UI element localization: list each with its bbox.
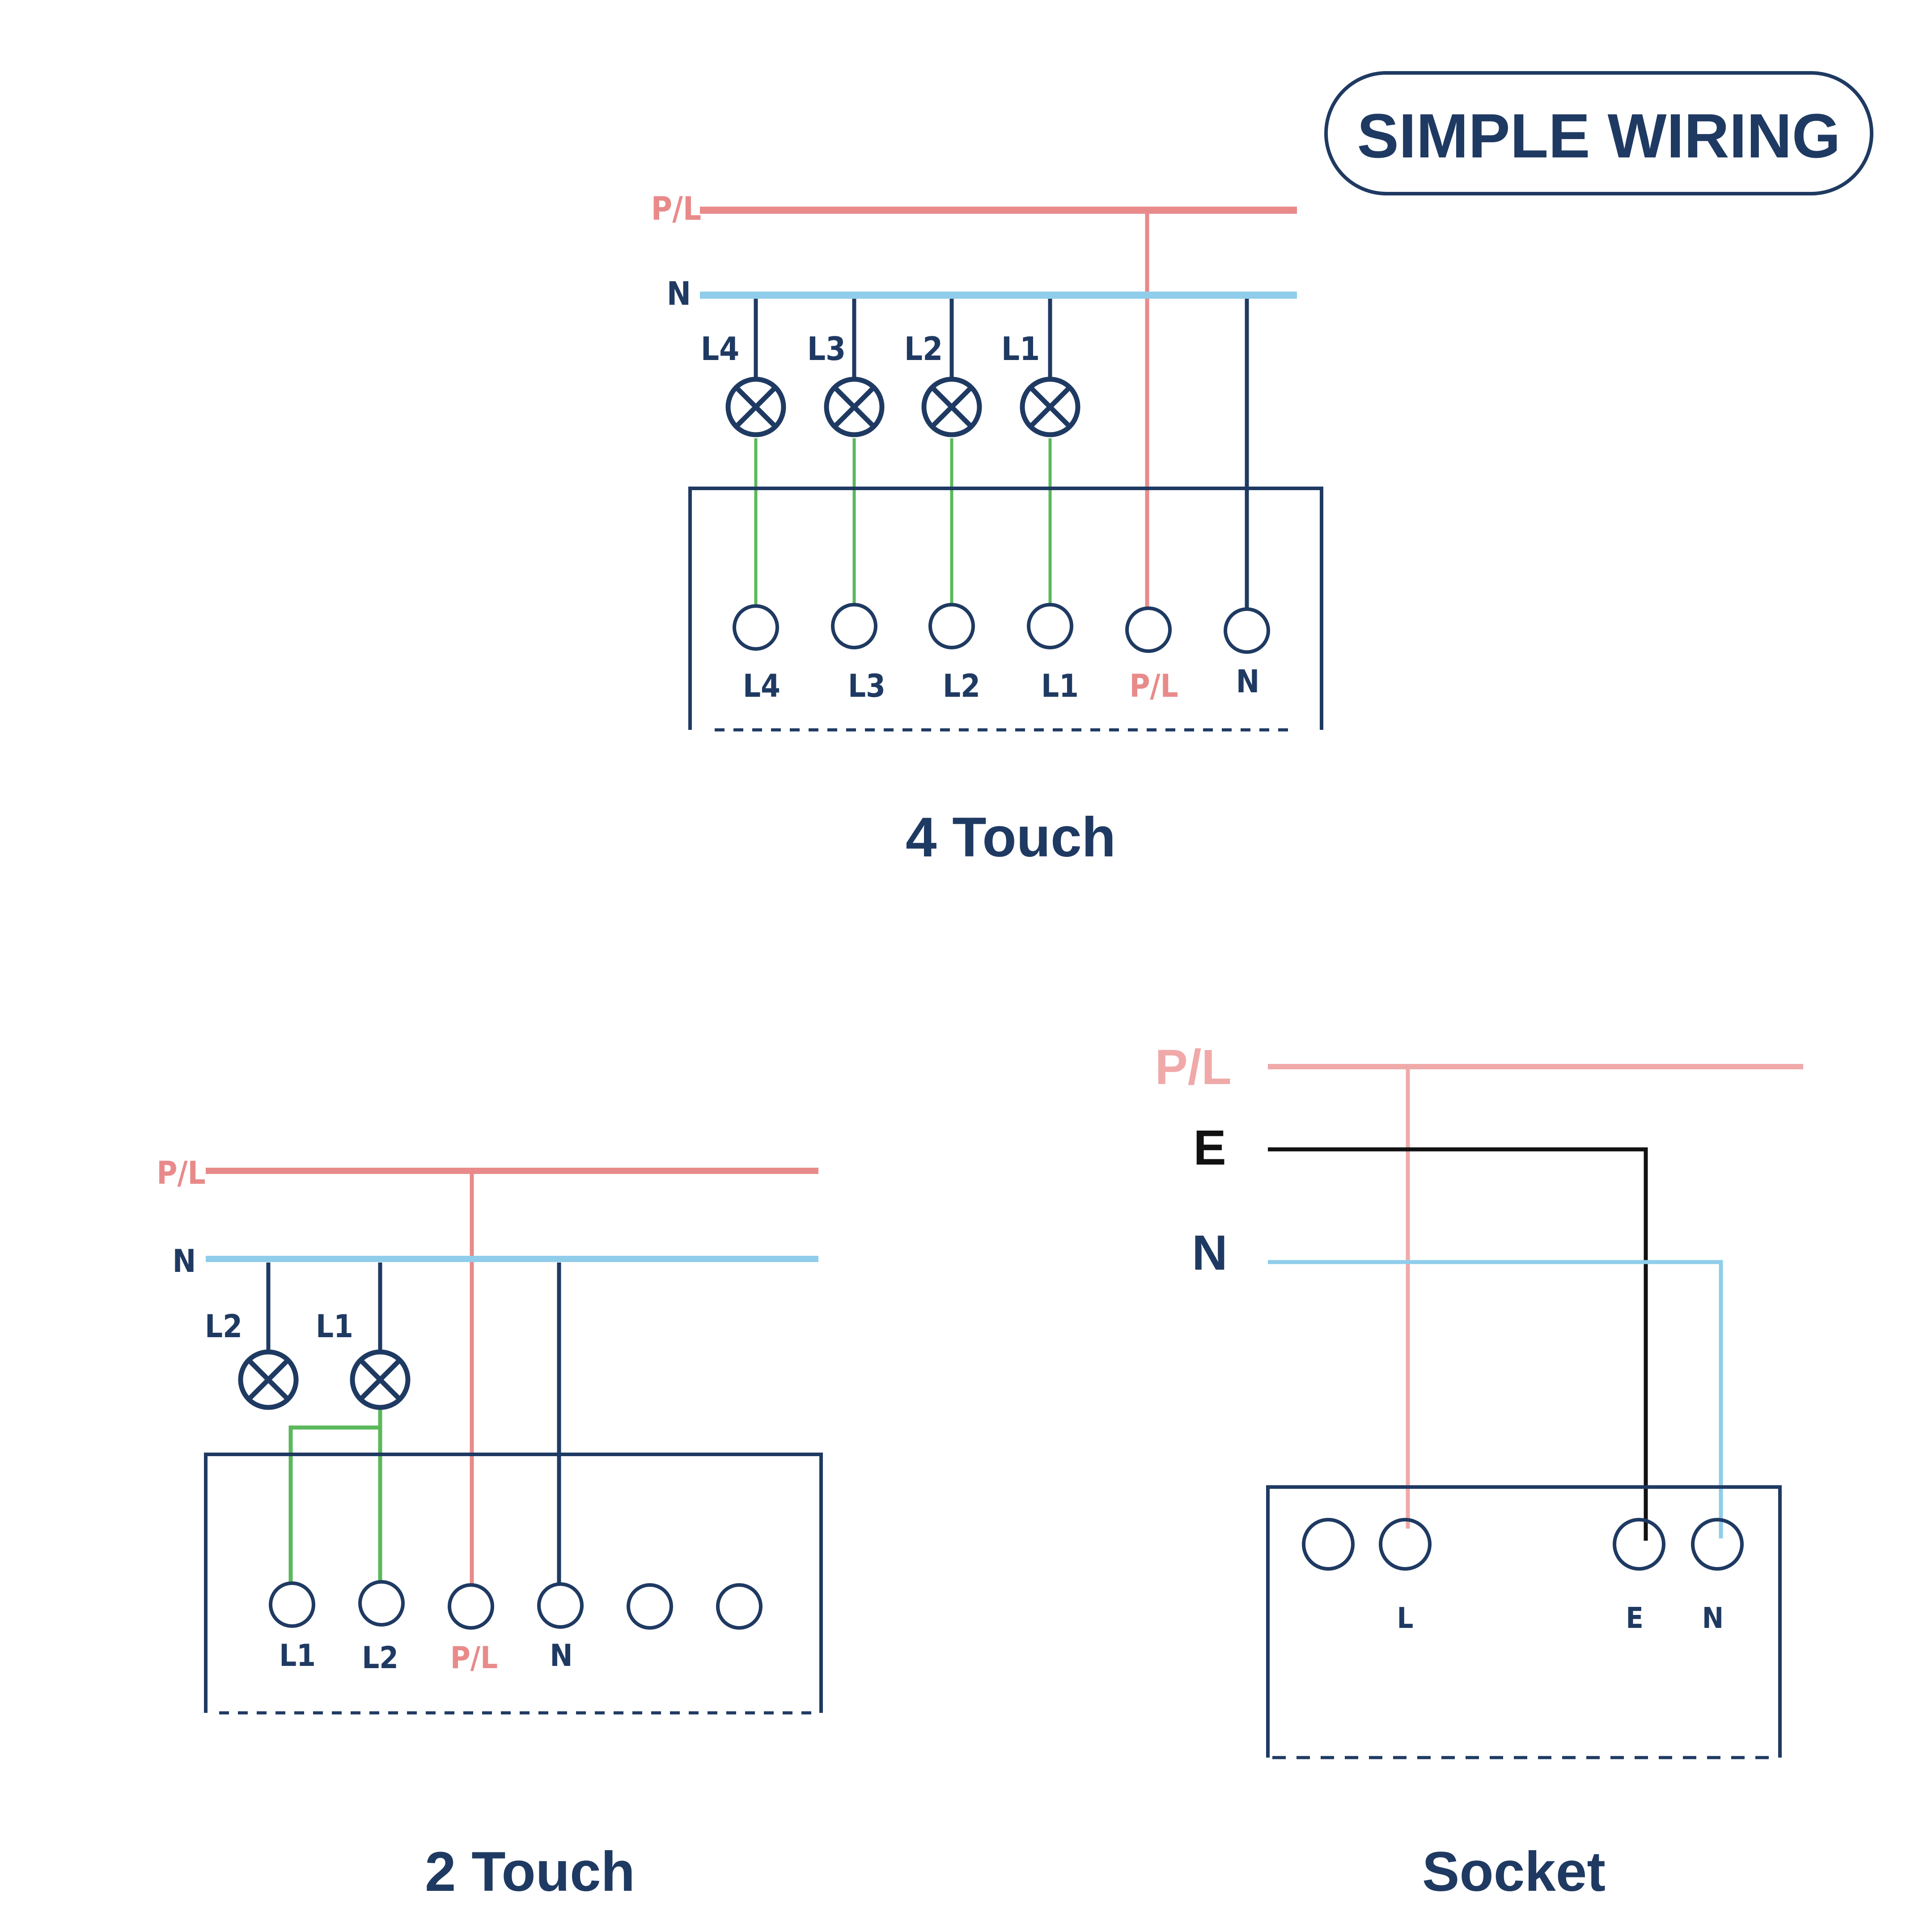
pl-line-label: P/L xyxy=(1155,1040,1231,1095)
two-touch-title: 2 Touch xyxy=(425,1841,635,1903)
lamp-icon xyxy=(824,377,885,437)
lamp-icon xyxy=(921,377,982,437)
terminal-n xyxy=(537,1582,584,1629)
lamp-l2: L2 xyxy=(205,1308,299,1410)
terminal-l4 xyxy=(733,604,779,651)
lamp-icon xyxy=(350,1349,411,1410)
lamp-l3: L3 xyxy=(807,330,885,437)
lamp-label: L3 xyxy=(807,330,846,368)
terminal-label: P/L xyxy=(1129,668,1178,704)
lamp-label: L2 xyxy=(904,330,943,368)
terminal-e xyxy=(1613,1518,1665,1571)
lamp-label: L4 xyxy=(701,330,739,368)
lamp-label: L2 xyxy=(205,1308,242,1345)
pl-line-label: P/L xyxy=(157,1155,205,1191)
lamp-icon xyxy=(238,1349,299,1410)
n-line-label: N xyxy=(667,275,691,313)
n-line-label: N xyxy=(1192,1225,1227,1280)
lamp-label: L1 xyxy=(1001,330,1040,368)
n-line-label: N xyxy=(173,1243,196,1280)
two-touch-switch-box xyxy=(204,1453,823,1715)
n-line xyxy=(1268,1260,1723,1538)
lamp-icon xyxy=(1020,377,1080,437)
terminal-label: L2 xyxy=(943,668,980,704)
terminal-l2 xyxy=(928,603,975,649)
socket-diagram: P/L E N L E N Socket xyxy=(1155,1040,1803,1903)
lamp-label: L1 xyxy=(316,1308,353,1345)
terminal-label: L2 xyxy=(362,1640,398,1676)
terminal-pl xyxy=(448,1583,494,1630)
terminal-label: L3 xyxy=(848,668,886,704)
e-line-label: E xyxy=(1193,1120,1226,1175)
four-touch-title: 4 Touch xyxy=(906,806,1116,869)
l2-switched-wire xyxy=(288,1425,380,1583)
terminal-l1 xyxy=(269,1581,315,1628)
terminal-label: L4 xyxy=(743,668,780,704)
terminal-label: L xyxy=(1397,1602,1414,1635)
lamp-l2: L2 xyxy=(904,330,982,437)
badge-outline xyxy=(1324,71,1873,195)
four-touch-diagram: P/L N L4 L3 L2 xyxy=(651,190,1323,869)
e-line xyxy=(1268,1147,1648,1541)
badge-text: SIMPLE WIRING xyxy=(1357,101,1840,171)
terminal-l2 xyxy=(358,1580,405,1627)
socket-box xyxy=(1266,1485,1782,1759)
simple-wiring-badge: SIMPLE WIRING xyxy=(1324,71,1873,195)
pl-line-label: P/L xyxy=(651,190,701,228)
terminal-l3 xyxy=(831,603,877,649)
lamp-l1: L1 xyxy=(1001,330,1080,437)
terminal-label: L1 xyxy=(1041,668,1079,704)
terminal-pl xyxy=(1125,606,1172,653)
lamp-icon xyxy=(725,377,786,437)
terminal-label: N xyxy=(1702,1602,1724,1635)
lamp-l1: L1 xyxy=(316,1308,411,1410)
terminal-spare xyxy=(1302,1518,1355,1571)
terminal-l1 xyxy=(1027,603,1073,649)
lamp-l4: L4 xyxy=(701,330,786,437)
four-touch-switch-box xyxy=(688,487,1323,732)
terminal-spare-1 xyxy=(627,1583,673,1630)
socket-title: Socket xyxy=(1422,1841,1606,1903)
terminal-label: E xyxy=(1626,1602,1643,1635)
terminal-spare-2 xyxy=(716,1583,763,1630)
two-touch-diagram: P/L N L2 L1 xyxy=(157,1155,823,1903)
terminal-label: N xyxy=(1236,663,1260,700)
terminal-n xyxy=(1691,1518,1744,1571)
terminal-label: P/L xyxy=(450,1640,498,1676)
terminal-label: L1 xyxy=(279,1638,316,1674)
terminal-l xyxy=(1379,1518,1432,1571)
terminal-n xyxy=(1224,607,1270,654)
terminal-label: N xyxy=(550,1638,572,1674)
